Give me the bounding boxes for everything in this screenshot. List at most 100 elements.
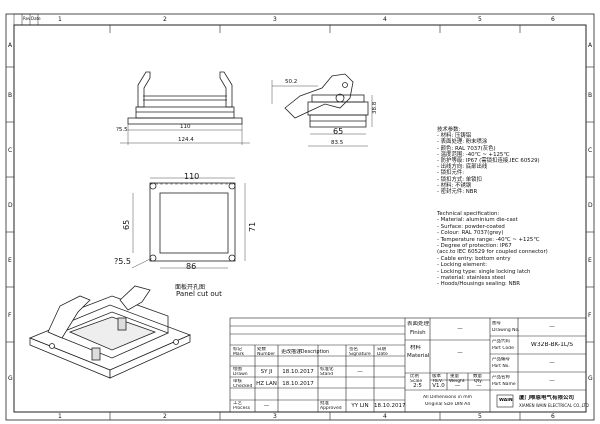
- tb-number-en: Number: [257, 352, 276, 357]
- zone-label-left-e: E: [8, 257, 12, 264]
- panel-cutout-view: [131, 177, 246, 269]
- note-cn-line: - 锁扣方式: 单锁扣: [437, 176, 482, 183]
- tb-part-code-cn: 产品代码: [492, 339, 510, 344]
- tb-mark: 标记: [233, 347, 242, 352]
- tb-scale-cn: 比例: [410, 374, 419, 379]
- note-en-line: - Degree of protection: IP67: [437, 242, 512, 249]
- notes-en: Technical specification: - Material: alu…: [437, 211, 548, 288]
- note-en-line: - Colour: RAL 7037(grey): [437, 230, 504, 237]
- tb-approved-cn: 批准: [320, 401, 329, 406]
- company-logo: WAIN: [499, 398, 513, 403]
- tb-rev-val: V1.0: [432, 383, 445, 389]
- outer-frame: [5, 13, 595, 421]
- tb-approved-by: YY LIN: [351, 403, 369, 409]
- tb-process-by: —: [263, 403, 270, 409]
- tb-dims-note-2: Original Size DIN A4: [424, 402, 471, 407]
- note-cn-line: - 锁扣元件:: [437, 170, 465, 177]
- zone-label-right-b: B: [588, 92, 593, 99]
- tb-finish-cn: 表面处理: [407, 321, 430, 327]
- dim-front-total: 124.4: [178, 137, 194, 143]
- tb-part-name-cn: 产品名称: [492, 375, 510, 380]
- note-en-line: - Locking element:: [437, 262, 488, 269]
- tb-checked-date: 18.10.2017: [282, 381, 314, 387]
- zone-label-left-f: F: [8, 312, 12, 319]
- note-cn-line: - 温度范围: -40℃ ~ +125℃: [437, 151, 510, 158]
- zone-label-right-f: F: [588, 312, 592, 319]
- zone-label-right-d: D: [588, 202, 593, 209]
- tb-weight-val: —: [454, 383, 461, 389]
- zone-label-bottom-1: 1: [58, 413, 62, 420]
- side-view: [271, 73, 373, 147]
- note-en-line: - Hoods/Housings sealing: NBR: [437, 281, 521, 288]
- note-en-line: - Material: aluminium die-cast: [437, 217, 518, 224]
- tb-checked-cn: 审核: [233, 379, 242, 384]
- tb-approved: Approved: [320, 406, 342, 411]
- tb-drawn-date: 18.10.2017: [282, 369, 314, 375]
- zone-label-right-c: C: [588, 147, 593, 154]
- zone-label-top-6: 6: [551, 16, 555, 23]
- tb-drawn: Drawn: [233, 372, 248, 377]
- zone-label-top-2: 2: [163, 16, 167, 23]
- zone-label-top-5: 5: [478, 16, 482, 23]
- tb-checked-by: HZ LAN: [256, 381, 277, 387]
- zone-label-right-g: G: [588, 375, 593, 382]
- titleblock-grid: [229, 317, 587, 413]
- zone-label-top-4: 4: [383, 16, 387, 23]
- corner-date: Date: [31, 16, 41, 21]
- tb-dims-note-1: All Dimensions in mm: [422, 395, 472, 400]
- tb-part-no-cn: 产品编号: [492, 357, 510, 362]
- tb-material-cn: 材料: [410, 345, 422, 351]
- tb-mark-en: Mark: [233, 352, 245, 357]
- tb-finish: Finish: [410, 330, 426, 336]
- tb-process: Process: [233, 406, 251, 411]
- dim-panel-inner-width: 86: [186, 262, 197, 271]
- tb-drawing-no-val: —: [549, 324, 555, 330]
- zone-label-bottom-6: 6: [551, 413, 555, 420]
- company-name-cn: 厦门唯恩电气有限公司: [519, 395, 575, 401]
- tb-part-no: Part No.: [492, 364, 510, 369]
- revision-corner: [13, 13, 39, 26]
- tb-stand-cn: 标准化: [320, 367, 334, 372]
- tb-drawing-no-cn: 图号: [492, 321, 501, 326]
- tb-part-name: Part Name: [492, 382, 516, 387]
- note-cn-line: - 防护等级: IP67 (需锁扣连接,IEC 60529): [437, 157, 540, 164]
- tb-date-en: Date: [377, 352, 388, 357]
- note-en-line: Technical specification:: [437, 211, 500, 217]
- zone-label-top-1: 1: [58, 16, 62, 23]
- note-en-line: - material: stainless steel: [437, 274, 506, 281]
- zone-label-left-a: A: [8, 42, 13, 49]
- tb-drawn-by: SY JI: [260, 369, 273, 375]
- dim-side-offset: 50.2: [285, 79, 298, 85]
- note-cn-line: - 出线方向: 底部出线: [437, 164, 488, 171]
- tb-qty-cn: 数量: [473, 374, 482, 379]
- zone-label-right-e: E: [588, 257, 592, 264]
- note-cn-line: - 表面处理: 粉末喷涂: [437, 139, 488, 146]
- dim-front-inner: 110: [180, 124, 191, 130]
- note-en-line: - Cable entry: bottom entry: [437, 255, 511, 262]
- tb-weight: Weight: [449, 379, 465, 384]
- zone-label-bottom-3: 3: [273, 413, 277, 420]
- note-en-line: - Surface: powder-coated: [437, 223, 505, 230]
- tb-sig: 签名: [349, 347, 358, 352]
- tb-material: Material: [407, 353, 430, 359]
- dim-panel-hole: ?5.5: [114, 257, 131, 266]
- panel-caption-en: Panel cut out: [176, 290, 222, 298]
- tb-process-cn: 工艺: [233, 401, 242, 406]
- tb-checked: Checked: [233, 384, 253, 389]
- dim-panel-height: 65: [122, 219, 131, 230]
- tb-sig-en: Signature: [349, 352, 371, 357]
- dim-panel-height-outer: 71: [248, 221, 257, 232]
- company-name-en: XIAMEN WAIN ELECTRICAL CO.,LTD: [519, 403, 589, 408]
- tb-date: 日期: [377, 347, 386, 352]
- tb-approved-date: 18.10.2017: [374, 403, 405, 409]
- tb-stand-val: —: [357, 369, 363, 375]
- dim-side-total: 83.5: [331, 140, 344, 146]
- isometric-view: [28, 285, 192, 379]
- zone-label-bottom-2: 2: [163, 413, 167, 420]
- notes-cn: 技术参数: - 材料: 压铸铝 - 表面处理: 粉末喷涂 - 颜色: RAL 7…: [437, 127, 540, 195]
- tb-part-no-val: —: [549, 360, 555, 366]
- tb-drawn-cn: 绘图: [233, 367, 242, 372]
- dim-side-height: 38.8: [372, 101, 378, 114]
- tb-qty-val: —: [476, 383, 482, 389]
